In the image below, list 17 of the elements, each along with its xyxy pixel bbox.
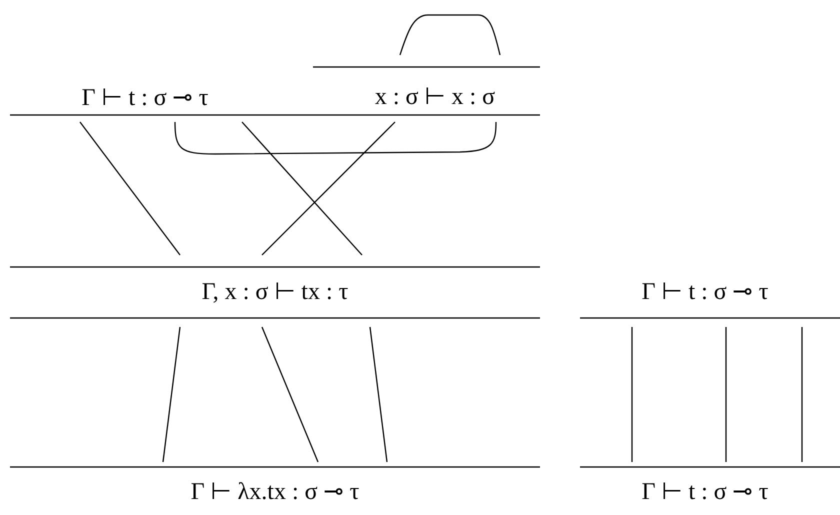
connecting-line bbox=[399, 14, 501, 56]
sequent-text: Γ, x : σ ⊢ tx : τ bbox=[202, 278, 348, 307]
connecting-line bbox=[369, 326, 388, 462]
sequent-text: Γ ⊢ t : σ ⊸ τ bbox=[642, 278, 768, 307]
sequent-text: x : σ ⊢ x : σ bbox=[374, 83, 496, 112]
sequent-text: Γ ⊢ t : σ ⊸ τ bbox=[82, 84, 208, 113]
connecting-line bbox=[801, 327, 803, 462]
sequent-text: Γ ⊢ t : σ ⊸ τ bbox=[642, 478, 768, 507]
connecting-line bbox=[80, 122, 180, 256]
connecting-line bbox=[262, 122, 396, 256]
connecting-line bbox=[242, 122, 362, 256]
connecting-line bbox=[261, 326, 319, 462]
sequent-text: Γ ⊢ λx.tx : σ ⊸ τ bbox=[190, 478, 360, 507]
connecting-line bbox=[162, 326, 181, 462]
connecting-line bbox=[725, 327, 727, 462]
connecting-line bbox=[174, 122, 497, 155]
connecting-line bbox=[631, 327, 633, 462]
